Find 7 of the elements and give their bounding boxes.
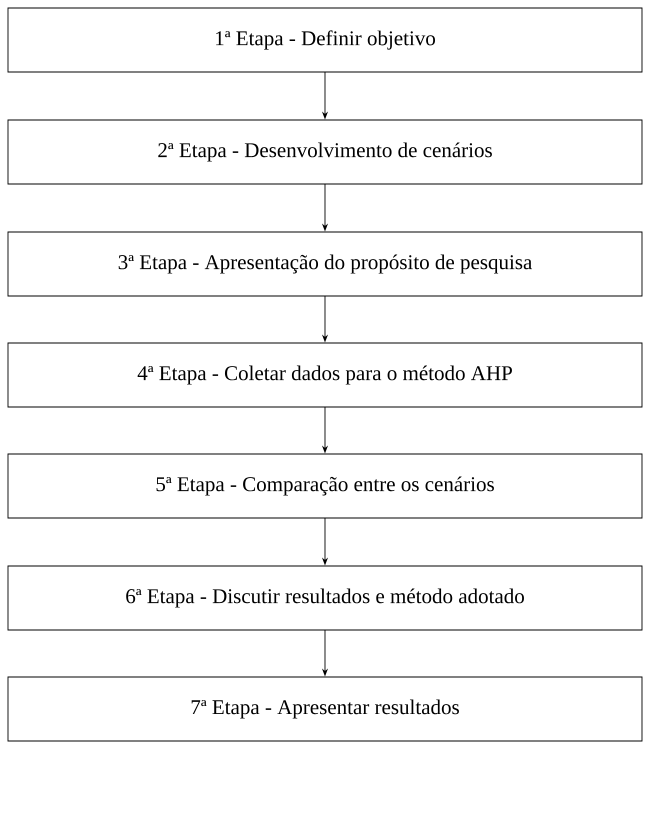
process-box: 6ª Etapa - Discutir resultados e método adotado [8, 566, 642, 630]
process-box: 5ª Etapa - Comparação entre os cenários [8, 454, 642, 518]
process-box: 2ª Etapa - Desenvolvimento de cenários [8, 120, 642, 184]
process-box: 3ª Etapa - Apresentação do propósito de pesquisa [8, 232, 642, 296]
process-box: 1ª Etapa - Definir objetivo [8, 8, 642, 72]
process-box: 4ª Etapa - Coletar dados para o método AHP [8, 342, 642, 408]
process-box: 7ª Etapa - Apresentar resultados [8, 676, 642, 742]
